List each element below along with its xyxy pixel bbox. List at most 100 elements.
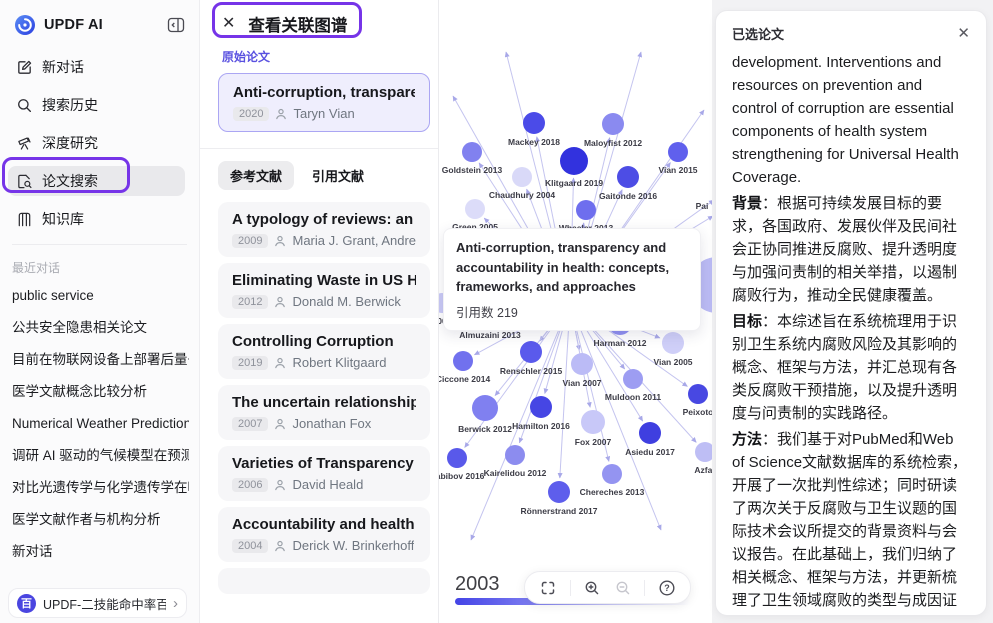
telescope-icon [16,135,33,152]
sidebar-collapse-icon[interactable] [167,16,185,34]
sidebar-item-label: 新对话 [42,59,84,75]
graph-edge [575,316,662,531]
graph-node[interactable] [523,112,545,134]
help-button[interactable]: ? [658,579,676,597]
graph-node[interactable] [453,351,473,371]
fit-view-button[interactable] [539,579,557,597]
paper-list: A typology of reviews: an ... 2009 Maria… [200,190,438,562]
person-icon [274,235,286,247]
zoom-out-button[interactable] [614,579,632,597]
paper-card[interactable]: Eliminating Waste in US H... 2012 Donald… [218,263,430,318]
library-icon [16,211,33,228]
graph-node[interactable] [512,167,532,187]
year-badge: 2012 [232,294,269,309]
recent-chat-item[interactable]: Numerical Weather Prediction [12,416,189,431]
year-badge: 2006 [232,477,269,492]
paper-card[interactable]: Controlling Corruption 2019 Robert Klitg… [218,324,430,379]
promo-card[interactable]: 百 UPDF-二技能命中率百... › [8,588,187,618]
graph-node[interactable] [602,464,622,484]
toolbar-divider [569,579,571,596]
recent-chat-item[interactable]: 新对话 [12,544,53,559]
graph-toolbar: ? [524,571,691,604]
graph-node[interactable] [695,442,713,462]
paper-card[interactable]: A typology of reviews: an ... 2009 Maria… [218,202,430,257]
graph-node[interactable] [462,142,482,162]
updf-logo-icon [14,14,36,36]
paper-card-partial[interactable] [218,568,430,594]
recent-chat-list: public service 公共安全隐患相关论文 目前在物联网设备上部署后量子… [0,286,199,562]
citation-tabs: 参考文献 引用文献 [200,149,438,190]
graph-node-label: Mackey 2018 [508,137,560,147]
paper-title: Controlling Corruption [232,333,394,350]
recent-chat-item[interactable]: 调研 AI 驱动的气候模型在预测... [12,448,189,463]
timeline-year: 2003 [455,573,500,595]
tab-references[interactable]: 参考文献 [218,161,295,190]
summary-paragraph: 目标：本综述旨在系统梳理用于识别卫生系统内腐败风险及其影响的概念、框架与方法，并… [732,313,958,422]
graph-node[interactable] [571,353,593,375]
close-icon[interactable]: ✕ [222,15,236,32]
person-icon [274,418,286,430]
graph-node-label: Goldstein 2013 [442,165,503,175]
recent-chat-item[interactable]: public service [12,288,94,303]
detail-panel-backdrop: 已选论文 ✕ development. Interventions and re… [712,0,993,623]
graph-node[interactable] [668,142,688,162]
graph-edge [464,314,562,448]
recent-chat-item[interactable]: 公共安全隐患相关论文 [12,320,147,335]
recent-chat-item[interactable]: 对比光遗传学与化学遗传学在啮... [12,480,189,495]
graph-node[interactable] [662,332,684,354]
graph-node[interactable] [623,369,643,389]
graph-node-label: Pai [696,201,709,211]
brand-row: UPDF AI [0,0,199,40]
graph-node[interactable] [465,199,485,219]
graph-node[interactable] [472,395,498,421]
sidebar-item-knowledge-base[interactable]: 知识库 [8,204,185,234]
graph-node-label: Ciccone 2014 [439,374,490,384]
recent-chat-item[interactable]: 医学文献作者与机构分析 [12,512,161,527]
graph-node[interactable] [688,384,708,404]
graph-edge [518,316,566,444]
paper-card[interactable]: Varieties of Transparency 2006 David Hea… [218,446,430,501]
sidebar-item-new-chat[interactable]: 新对话 [8,52,185,82]
year-badge: 2009 [232,233,269,248]
graph-node-label: Chereches 2013 [580,487,645,497]
graph-node[interactable] [520,341,542,363]
graph-node[interactable] [576,200,596,220]
graph-node[interactable] [581,410,605,434]
paper-title: The uncertain relationship ... [232,394,416,411]
tooltip-paper-title: Anti-corruption, transparency and accoun… [456,240,670,294]
tab-citations[interactable]: 引用文献 [312,169,365,184]
original-paper-card[interactable]: Anti-corruption, transpare... 2020 Taryn… [218,73,430,132]
recent-chat-item[interactable]: 目前在物联网设备上部署后量子... [12,352,189,367]
graph-node[interactable] [617,166,639,188]
sidebar-item-search-history[interactable]: 搜索历史 [8,90,185,120]
baidu-badge-icon: 百 [17,593,36,613]
graph-tooltip: Anti-corruption, transparency and accoun… [443,228,701,331]
paper-card[interactable]: Accountability and health ... 2004 Deric… [218,507,430,562]
panel-title: 查看关联图谱 [248,17,348,35]
graph-node-label: Vian 2007 [562,378,601,388]
graph-node[interactable] [548,481,570,503]
graph-node-label: Vian 2005 [653,357,692,367]
person-icon [275,108,287,120]
graph-node[interactable] [447,448,467,468]
sidebar-item-label: 深度研究 [42,135,98,151]
graph-node[interactable] [530,396,552,418]
graph-node-label: Fox 2007 [575,437,612,447]
paper-author: David Heald [292,477,364,492]
graph-node-label: Vian 2015 [658,165,697,175]
graph-node[interactable] [505,445,525,465]
recent-chat-item[interactable]: 医学文献概念比较分析 [12,384,147,399]
sidebar-item-paper-search[interactable]: 论文搜索 [8,166,185,196]
paper-card[interactable]: The uncertain relationship ... 2007 Jona… [218,385,430,440]
sidebar-item-label: 搜索历史 [42,97,98,113]
summary-paragraph: development. Interventions and resources… [732,54,959,186]
close-icon[interactable]: ✕ [957,25,970,42]
graph-node[interactable] [560,147,588,175]
zoom-in-button[interactable] [583,579,601,597]
sidebar-divider [12,244,187,245]
graph-node[interactable] [639,422,661,444]
graph-node[interactable] [602,113,624,135]
sidebar-item-deep-research[interactable]: 深度研究 [8,128,185,158]
svg-text:?: ? [664,583,670,593]
graph-node-label: Harman 2012 [594,338,647,348]
